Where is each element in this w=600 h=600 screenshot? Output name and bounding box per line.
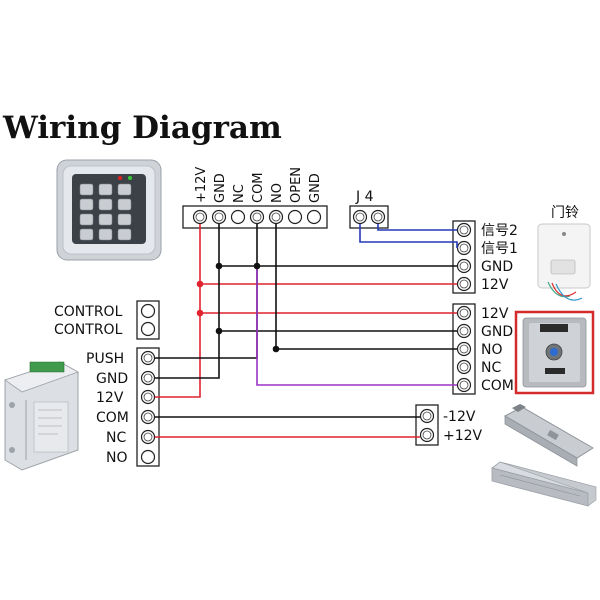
power-label-gnd: GND xyxy=(96,371,128,387)
keypad-icon xyxy=(56,159,162,261)
electric-bolt-lock-icon xyxy=(503,404,594,467)
power-supply-icon xyxy=(4,361,79,471)
wire-j4-signal2 xyxy=(377,224,457,231)
power-label-nc: NC xyxy=(106,430,126,446)
exit-button-icon xyxy=(514,310,595,395)
terminal-screws xyxy=(143,212,469,442)
wire-com xyxy=(155,224,258,359)
terminal-label-com: COM xyxy=(251,172,266,203)
junctions xyxy=(196,262,280,353)
doorbell-label-signal2: 信号2 xyxy=(481,223,518,239)
junction-no xyxy=(272,345,280,353)
doorbell-title: 门铃 xyxy=(551,205,579,221)
terminal-label-nc: NC xyxy=(232,184,247,203)
lock-label-minus12v: -12V xyxy=(443,409,476,425)
terminal-label-plus12v: +12V xyxy=(194,167,209,203)
lock-terminal-block xyxy=(415,404,439,446)
exit-label-gnd: GND xyxy=(481,324,513,340)
junction-gnd-exit xyxy=(215,327,223,335)
terminal-label-gnd-2: GND xyxy=(308,173,323,203)
terminal-label-no: NO xyxy=(270,183,285,203)
terminal-label-open: OPEN xyxy=(289,167,304,203)
magnetic-lock-icon xyxy=(491,461,597,507)
exit-label-12v: 12V xyxy=(481,306,509,322)
power-label-no: NO xyxy=(106,450,128,466)
wire-gnd-vertical xyxy=(155,224,220,379)
diagram-title: Wiring Diagram xyxy=(2,110,282,146)
doorbell-icon: 门铃 xyxy=(537,205,591,301)
doorbell-label-signal1: 信号1 xyxy=(481,241,518,257)
power-label-12v: 12V xyxy=(96,390,124,406)
power-label-push: PUSH xyxy=(86,351,124,367)
control-terminal-block xyxy=(136,300,160,340)
exit-label-no: NO xyxy=(481,342,503,358)
wire-com-exit xyxy=(256,266,457,386)
junction-com xyxy=(253,262,261,270)
exit-label-com: COM xyxy=(481,378,514,394)
junction-gnd-doorbell xyxy=(215,262,223,270)
wires xyxy=(155,224,458,438)
controller-terminal-labels: +12V GND NC COM NO OPEN GND xyxy=(194,167,323,203)
control-label-2: CONTROL xyxy=(54,322,123,338)
j4-terminal-block xyxy=(349,205,389,229)
wire-j4-signal1 xyxy=(359,224,458,248)
junction-12v-exit xyxy=(196,309,204,317)
control-label-1: CONTROL xyxy=(54,304,123,320)
doorbell-label-gnd: GND xyxy=(481,259,513,275)
power-label-com: COM xyxy=(96,410,129,426)
lock-label-plus12v: +12V xyxy=(443,428,483,444)
j4-label: J 4 xyxy=(355,189,374,205)
junction-12v-doorbell xyxy=(196,280,204,288)
terminal-label-gnd: GND xyxy=(213,173,228,203)
doorbell-label-12v: 12V xyxy=(481,277,509,293)
power-terminal-block xyxy=(136,347,160,467)
wire-12v-vertical xyxy=(155,224,201,398)
exit-label-nc: NC xyxy=(481,360,501,376)
